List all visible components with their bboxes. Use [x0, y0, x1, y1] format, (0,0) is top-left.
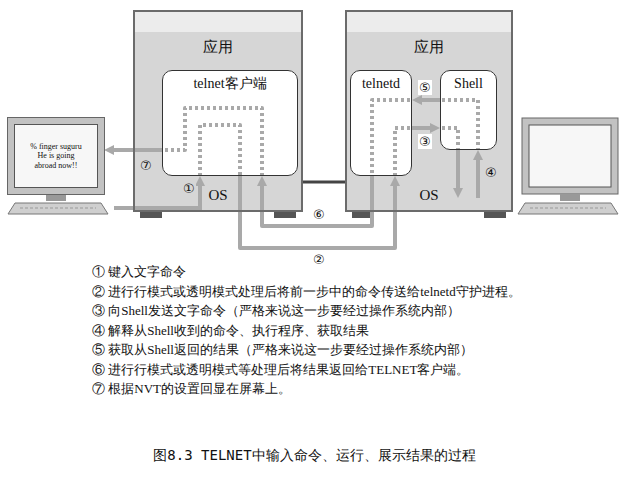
process-label: telnetd — [351, 75, 411, 93]
keyboard-keys — [20, 208, 96, 209]
callout-number: ⑤ — [418, 80, 432, 95]
host-box: 应用 OS telnetd Shell — [345, 10, 513, 212]
callout-number: ⑥ — [312, 207, 326, 222]
keyboard — [8, 203, 108, 214]
layer-label: OS — [208, 186, 227, 204]
flow-arrow — [412, 126, 432, 130]
callout-number: ② — [312, 252, 326, 267]
keyboard — [518, 203, 618, 214]
legend-note: ④ 解释从Shell收到的命令、执行程序、获取结果 — [92, 322, 369, 339]
screen-text: % finger suguru He is going abroad now!! — [27, 142, 85, 171]
monitor-stand — [560, 194, 580, 201]
network-cable — [303, 181, 345, 184]
process-box: telnet客户端 — [162, 70, 298, 176]
legend-note: ③ 向Shell发送文字命令（严格来说这一步要经过操作系统内部） — [92, 302, 460, 319]
host-box: 应用 OS telnet客户端 — [133, 10, 303, 212]
callout-number: ④ — [484, 165, 498, 180]
callout-number: ① — [182, 181, 196, 196]
monitor — [522, 118, 618, 194]
callout-number: ③ — [418, 134, 432, 149]
flow-arrow — [112, 148, 162, 152]
flow-arrow — [114, 150, 478, 208]
process-label: telnet客户端 — [163, 75, 297, 93]
terminal-screen: % finger suguru He is going abroad now!! — [8, 118, 104, 194]
keyboard-keys — [530, 208, 606, 209]
host-foot — [484, 212, 506, 218]
host-top — [133, 10, 303, 32]
legend-note: ② 进行行模式或透明模式处理后将前一步中的命令传送给telnetd守护进程。 — [92, 283, 521, 300]
process-box: telnetd — [350, 70, 412, 176]
monitor-stand — [46, 194, 66, 201]
flow-arrow — [240, 176, 395, 248]
box-fill — [350, 70, 412, 176]
process-label: Shell — [441, 75, 496, 93]
callout-number: ⑦ — [139, 158, 153, 173]
box-fill — [162, 70, 298, 176]
flow-arrow — [420, 98, 440, 102]
host-foot — [274, 212, 296, 218]
layer-label: 应用 — [203, 38, 233, 56]
flow-arrow — [262, 176, 372, 226]
host-foot — [140, 212, 162, 218]
layer-label: OS — [419, 186, 438, 204]
process-box: Shell — [440, 70, 497, 150]
legend-note: ① 键入文字命令 — [92, 263, 186, 280]
layer-label: 应用 — [414, 38, 444, 56]
internal-path — [164, 100, 478, 176]
host-body — [133, 10, 303, 212]
legend-note: ⑦ 根据NVT的设置回显在屏幕上。 — [92, 380, 291, 397]
box-fill — [440, 70, 497, 150]
host-top — [345, 10, 513, 32]
figure-caption: 图8.3 TELNET中输入命令、运行、展示结果的过程 — [0, 446, 629, 464]
legend-note: ⑤ 获取从Shell返回的结果（严格来说这一步要经过操作系统内部） — [92, 341, 473, 358]
monitor-screen — [529, 125, 611, 187]
legend-note: ⑥ 进行行模式或透明模式等处理后将结果返回给TELNET客户端。 — [92, 361, 469, 378]
